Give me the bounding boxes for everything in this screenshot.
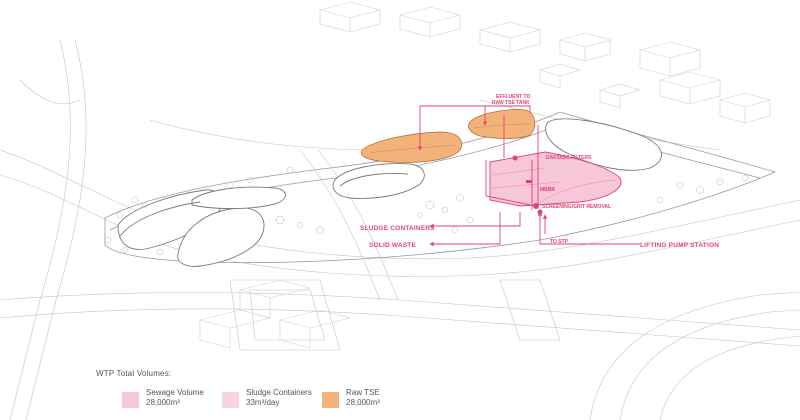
process-nodes	[512, 155, 543, 215]
node-mbbr-marker	[526, 180, 532, 183]
tanks	[117, 118, 662, 267]
legend-item-tse: Raw TSE 28,000m³	[322, 388, 380, 408]
trees	[104, 166, 749, 256]
legend-swatch-sewage	[122, 392, 139, 408]
legend-sewage-value: 28,000m³	[146, 398, 180, 407]
tank-west-2	[177, 207, 265, 267]
legend-item-sludge: Sludge Containers 33m³/day	[222, 388, 312, 408]
node-pump	[537, 209, 543, 215]
background-buildings	[318, 1, 772, 124]
label-mbbr: MBBR	[540, 187, 555, 193]
legend-item-sewage: Sewage Volume 28,000m³	[122, 388, 204, 408]
raw-tse-tanks	[360, 109, 536, 163]
process-labels: EFFLUENT TO RAW TSE TANK DAF/DISC FILTER…	[360, 94, 719, 249]
label-dafc: DAF/DISC FILTERS	[546, 155, 592, 161]
legend-swatch-tse	[322, 392, 339, 408]
flow-solid-waste	[429, 212, 501, 247]
legend-swatch-sludge	[222, 392, 239, 408]
process-flow	[417, 105, 640, 247]
flow-lifting	[537, 211, 640, 245]
label-lifting: LIFTING PUMP STATION	[640, 242, 719, 249]
label-screening: SCREENING/GRIT REMOVAL	[542, 204, 611, 210]
flow-effluent-loop	[417, 105, 531, 151]
legend-text-tse: Raw TSE 28,000m³	[346, 388, 380, 408]
legend-tse-label: Raw TSE	[346, 388, 380, 397]
legend-tse-value: 28,000m³	[346, 398, 380, 407]
label-solid-waste: SOLID WASTE	[369, 242, 416, 249]
label-effluent-2: RAW TSE TANK	[492, 100, 530, 106]
tank-east	[545, 118, 662, 171]
tank-central	[332, 163, 425, 199]
sewage-zone	[489, 151, 622, 207]
label-to-stp: TO STP	[550, 239, 569, 245]
label-effluent-1: EFFLUENT TO	[496, 94, 530, 100]
legend-sludge-value: 33m³/day	[246, 398, 280, 407]
label-sludge: SLUDGE CONTAINERS	[360, 225, 435, 232]
legend-sludge-label: Sludge Containers	[246, 388, 312, 397]
legend-text-sewage: Sewage Volume 28,000m³	[146, 388, 204, 408]
node-screening	[533, 203, 539, 209]
flow-screening-loop	[485, 160, 537, 207]
tse-tank-main	[360, 131, 462, 163]
legend-text-sludge: Sludge Containers 33m³/day	[246, 388, 312, 408]
legend-sewage-label: Sewage Volume	[146, 388, 204, 397]
tank-west-small	[191, 186, 286, 210]
flow-sludge	[429, 212, 521, 229]
node-dafc	[512, 155, 518, 161]
legend-title: WTP Total Volumes:	[96, 369, 172, 378]
background-buildings-lower	[198, 279, 352, 349]
